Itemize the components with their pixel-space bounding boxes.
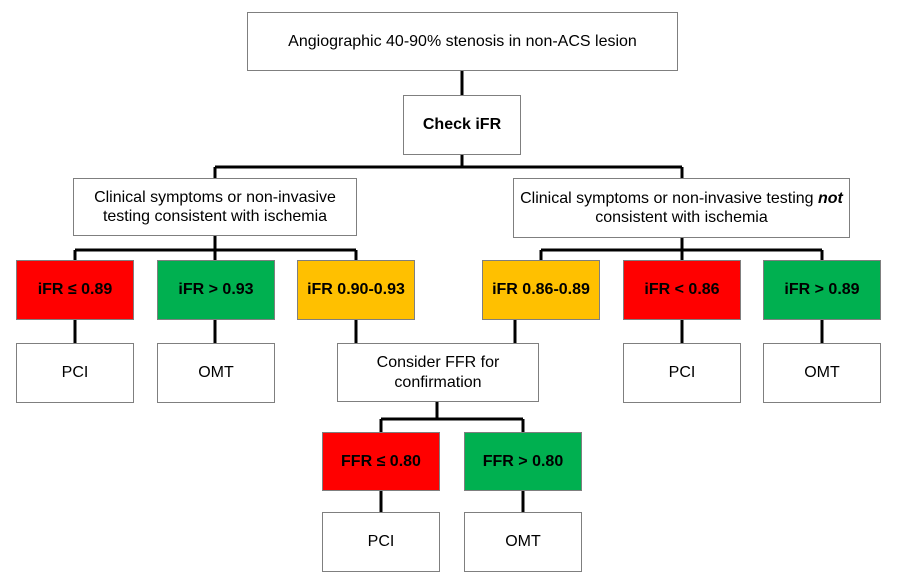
right-branch-prefix: Clinical symptoms or non-invasive testin…: [520, 189, 818, 207]
left-threshold-label-2: iFR > 0.93: [178, 281, 254, 299]
ffr-threshold-box-1: FFR ≤ 0.80: [322, 432, 440, 491]
right-threshold-box-1: iFR 0.86-0.89: [482, 260, 600, 320]
root-label: Angiographic 40-90% stenosis in non-ACS …: [288, 32, 637, 50]
ffr-threshold-label-2: FFR > 0.80: [482, 452, 564, 470]
root-box: Angiographic 40-90% stenosis in non-ACS …: [247, 12, 678, 71]
ffr-outcome-label-1: PCI: [367, 533, 395, 551]
right-outcome-box-2: PCI: [623, 343, 741, 403]
left-threshold-box-3: iFR 0.90-0.93: [297, 260, 415, 320]
check-ifr-box: Check iFR: [403, 95, 521, 155]
ffr-consider-label: Consider FFR for confirmation: [376, 354, 500, 391]
right-outcome-box-3: OMT: [763, 343, 881, 403]
right-branch-box: Clinical symptoms or non-invasive testin…: [513, 178, 850, 238]
right-outcome-label-3: OMT: [804, 364, 840, 382]
right-threshold-label-2: iFR < 0.86: [644, 281, 720, 299]
right-threshold-box-2: iFR < 0.86: [623, 260, 741, 320]
ffr-threshold-box-2: FFR > 0.80: [464, 432, 582, 491]
left-outcome-label-1: PCI: [61, 364, 89, 382]
ffr-outcome-label-2: OMT: [505, 533, 541, 551]
left-outcome-box-1: PCI: [16, 343, 134, 403]
left-outcome-box-2: OMT: [157, 343, 275, 403]
right-threshold-label-3: iFR > 0.89: [784, 281, 860, 299]
right-threshold-label-1: iFR 0.86-0.89: [492, 281, 590, 299]
left-threshold-label-3: iFR 0.90-0.93: [307, 281, 405, 299]
ffr-consider-box: Consider FFR for confirmation: [337, 343, 539, 402]
left-outcome-label-2: OMT: [198, 364, 234, 382]
right-branch-emphasis: not: [818, 189, 843, 207]
ffr-threshold-label-1: FFR ≤ 0.80: [341, 452, 421, 470]
ffr-outcome-box-2: OMT: [464, 512, 582, 572]
left-threshold-box-2: iFR > 0.93: [157, 260, 275, 320]
left-branch-box: Clinical symptoms or non-invasive testin…: [73, 178, 357, 236]
right-threshold-box-3: iFR > 0.89: [763, 260, 881, 320]
right-branch-label: Clinical symptoms or non-invasive testin…: [520, 189, 843, 227]
left-threshold-box-1: iFR ≤ 0.89: [16, 260, 134, 320]
right-outcome-label-2: PCI: [668, 364, 696, 382]
ffr-outcome-box-1: PCI: [322, 512, 440, 572]
right-branch-suffix: consistent with ischemia: [595, 209, 768, 226]
left-branch-label: Clinical symptoms or non-invasive testin…: [94, 188, 336, 225]
check-ifr-label: Check iFR: [422, 116, 502, 134]
left-threshold-label-1: iFR ≤ 0.89: [37, 281, 113, 299]
